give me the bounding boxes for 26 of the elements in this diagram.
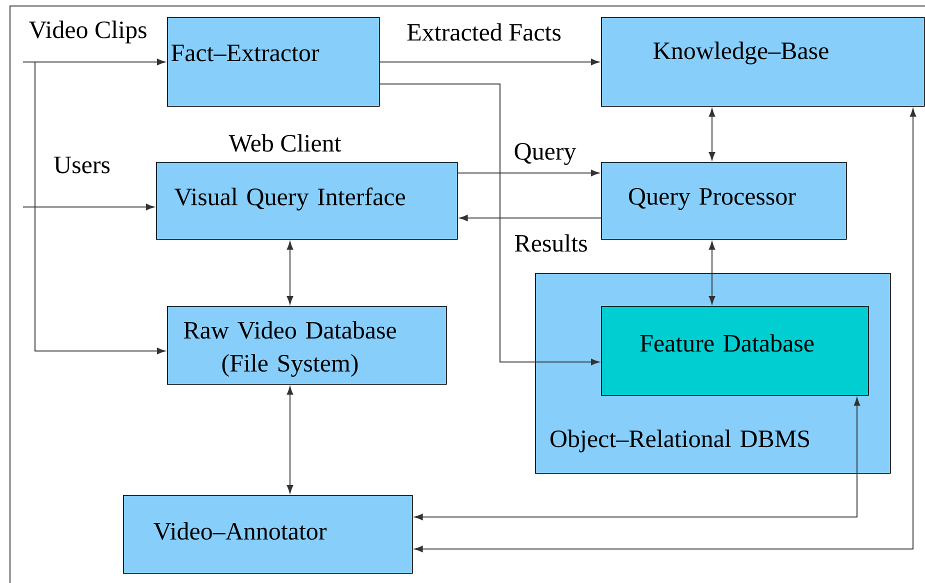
arrow: [708, 108, 716, 160]
box-caption: Web Client: [228, 134, 342, 152]
arrow: [457, 170, 600, 176]
arrow: [22, 58, 166, 66]
edge-label: Users: [54, 156, 110, 174]
arrow: [460, 214, 602, 222]
arrow: [379, 58, 600, 66]
arrow: [286, 386, 294, 494]
process-box: Video–Annotator: [123, 495, 413, 574]
arrow: [414, 398, 860, 520]
edge-label: Video Clips: [28, 20, 146, 44]
arrow: [34, 62, 166, 354]
edge-label: Query: [514, 143, 576, 165]
arrow: [22, 204, 154, 210]
process-box: Visual Query Interface: [156, 162, 458, 240]
process-box: Knowledge–Base: [601, 17, 925, 107]
process-box: Raw Video Database (File System): [167, 306, 447, 385]
process-box: Feature Database: [601, 306, 869, 396]
arrow: [414, 108, 916, 552]
arrow: [379, 84, 600, 366]
process-box: Query Processor: [601, 162, 847, 240]
arrow: [286, 242, 294, 304]
edge-label: Extracted Facts: [407, 23, 561, 41]
arrow: [708, 242, 716, 304]
process-box: Fact–Extractor: [167, 17, 380, 107]
edge-label: Results: [514, 234, 587, 252]
